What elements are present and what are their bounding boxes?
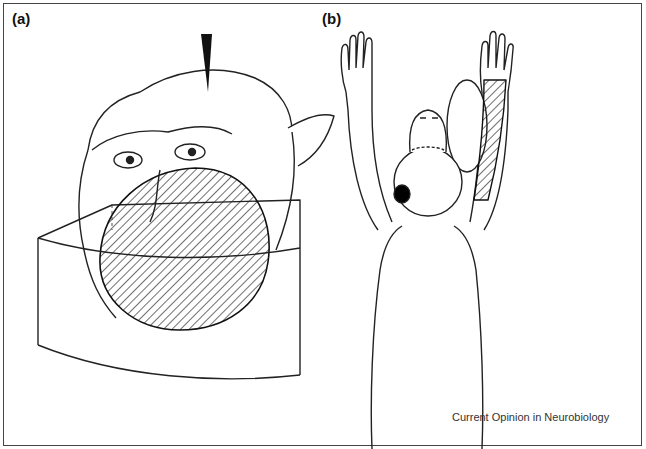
figure-frame: [4, 4, 642, 446]
panel-label: (a): [12, 10, 30, 27]
monkey-head: [38, 70, 334, 379]
panel-label: (b): [322, 10, 341, 27]
monkey-top-view: [341, 32, 513, 449]
electrode: [201, 34, 212, 92]
journal-credit: Current Opinion in Neurobiology: [452, 411, 609, 423]
